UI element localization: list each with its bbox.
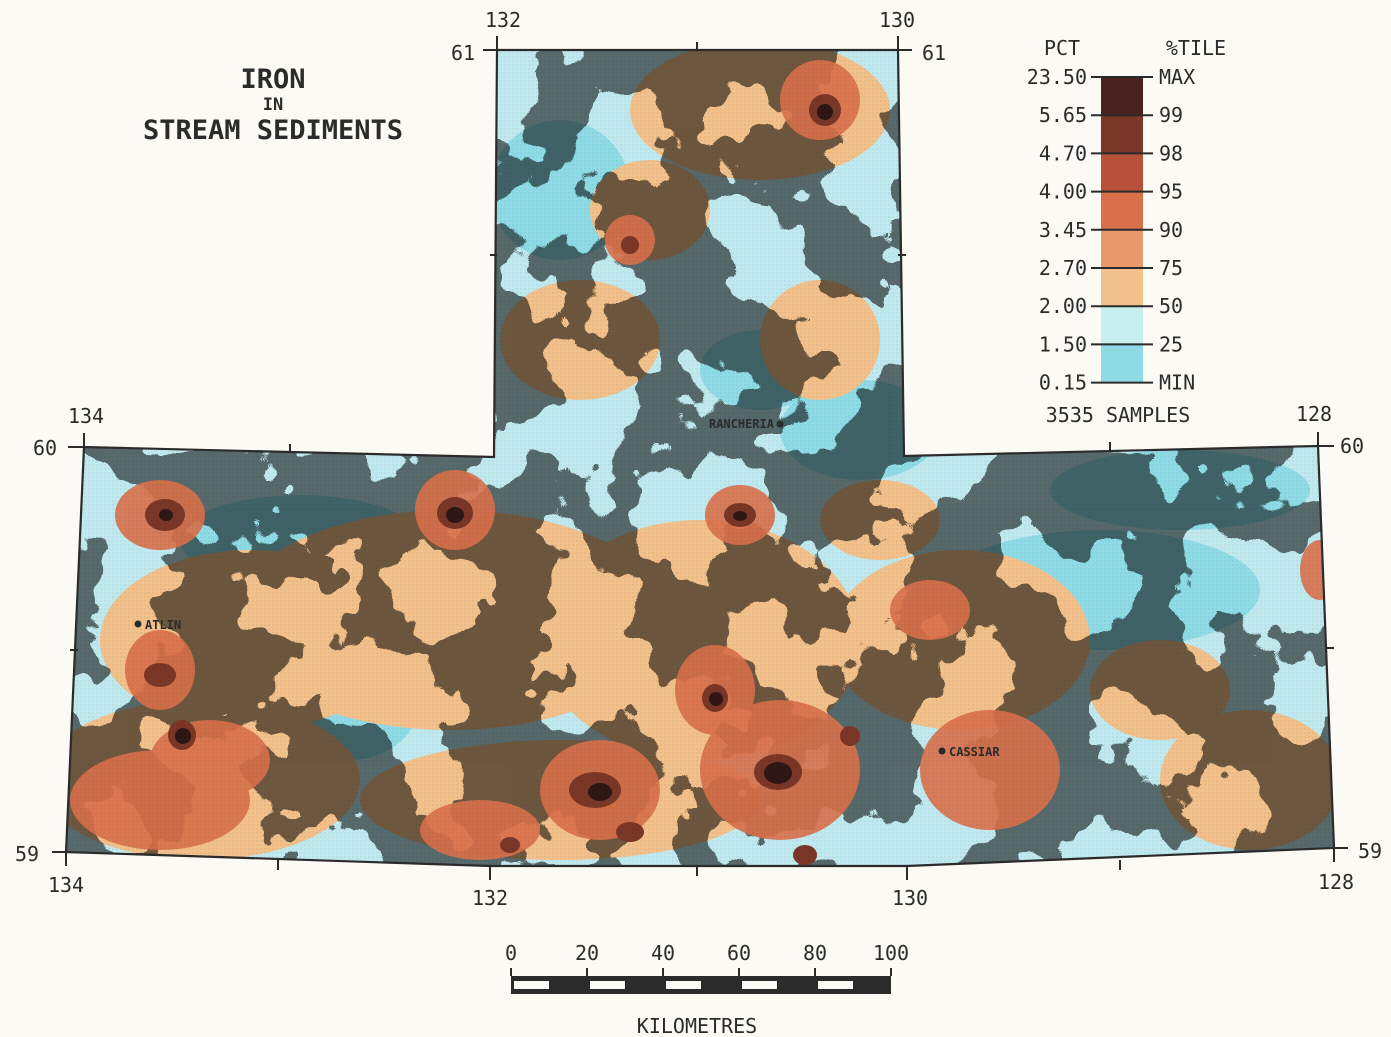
- scale-segment: [590, 981, 625, 989]
- legend-tile-value: 50: [1159, 294, 1183, 318]
- legend-tile-value: 95: [1159, 180, 1183, 204]
- legend-swatch-6: [1101, 306, 1143, 345]
- legend-swatch-1: [1101, 115, 1143, 154]
- legend-pct-value: 5.65: [1039, 103, 1087, 127]
- legend-tile-value: MIN: [1159, 371, 1195, 395]
- map-title: IRON IN STREAM SEDIMENTS: [143, 64, 403, 146]
- mid-lat-left: 60: [33, 436, 57, 460]
- cassiar-dot: [938, 747, 946, 755]
- cassiar-label: CASSIAR: [949, 745, 1000, 759]
- legend-pct-value: 1.50: [1039, 332, 1087, 356]
- scale-tick-label: 0: [505, 941, 517, 965]
- legend-pct-value: 4.70: [1039, 141, 1087, 165]
- legend-pct-value: 2.70: [1039, 256, 1087, 280]
- legend-tile-value: 99: [1159, 103, 1183, 127]
- legend-tile-value: 90: [1159, 218, 1183, 242]
- mid-long-right: 128: [1296, 402, 1332, 426]
- bottom-long-3: 130: [892, 886, 928, 910]
- legend-pct-header: PCT: [1044, 36, 1080, 60]
- top-long-left: 132: [485, 8, 521, 32]
- scale-bar: 0 20 40 60 80 100 KILOMETRES: [505, 941, 909, 1037]
- legend-swatch-4: [1101, 229, 1143, 268]
- title-line-3: STREAM SEDIMENTS: [143, 115, 403, 146]
- rancheria-dot: [776, 420, 784, 428]
- legend: PCT %TILE 23.50 MAX 5.65 99 4.70 98 4.00 95 3.45…: [1027, 36, 1226, 427]
- top-lat-right: 61: [922, 41, 946, 65]
- bottom-lat-right: 59: [1358, 839, 1382, 863]
- legend-pct-value: 23.50: [1027, 65, 1087, 89]
- legend-labels: 23.50 MAX 5.65 99 4.70 98 4.00 95 3.45 90 2.70 75 2.…: [1027, 65, 1195, 395]
- legend-pct-value: 4.00: [1039, 180, 1087, 204]
- scale-tick-label: 80: [803, 941, 827, 965]
- legend-swatch-2: [1101, 153, 1143, 192]
- top-long-right: 130: [879, 8, 915, 32]
- bottom-lat-left: 59: [15, 842, 39, 866]
- mid-lat-right: 60: [1340, 434, 1364, 458]
- legend-tile-value: MAX: [1159, 65, 1195, 89]
- title-line-1: IRON: [240, 64, 305, 95]
- rancheria-label: RANCHERIA: [709, 417, 775, 431]
- legend-tile-value: 75: [1159, 256, 1183, 280]
- scale-unit: KILOMETRES: [637, 1014, 757, 1037]
- scale-tick-label: 40: [651, 941, 675, 965]
- legend-swatch-3: [1101, 191, 1143, 230]
- scale-tick-label: 100: [873, 941, 909, 965]
- atlin-dot: [134, 620, 142, 628]
- title-line-2: IN: [263, 95, 283, 115]
- place-markers: RANCHERIA ATLIN CASSIAR: [134, 417, 1000, 759]
- scale-tick-label: 20: [575, 941, 599, 965]
- scale-segment: [514, 981, 549, 989]
- legend-pct-value: 3.45: [1039, 218, 1087, 242]
- scale-tick-labels: 0 20 40 60 80 100: [505, 941, 909, 965]
- bottom-long-4: 128: [1318, 870, 1354, 894]
- legend-samples: 3535 SAMPLES: [1046, 403, 1191, 427]
- legend-color-bar: [1091, 76, 1153, 384]
- bottom-long-1: 134: [48, 873, 84, 897]
- scale-tick-label: 60: [727, 941, 751, 965]
- legend-tile-value: 25: [1159, 332, 1183, 356]
- legend-pct-value: 0.15: [1039, 371, 1087, 395]
- map-field: [66, 50, 1334, 866]
- scale-segment: [742, 981, 777, 989]
- legend-swatch-5: [1101, 268, 1143, 307]
- legend-tile-value: 98: [1159, 141, 1183, 165]
- atlin-label: ATLIN: [145, 618, 181, 632]
- legend-pct-value: 2.00: [1039, 294, 1087, 318]
- scale-segment: [666, 981, 701, 989]
- legend-swatch-7: [1101, 344, 1143, 383]
- top-lat-left: 61: [451, 41, 475, 65]
- scale-segment: [818, 981, 853, 989]
- legend-tile-header: %TILE: [1166, 36, 1226, 60]
- bottom-long-2: 132: [472, 886, 508, 910]
- axis-labels: 132 130 61 61 134 128 60 60 59 59 134 13…: [15, 8, 1382, 910]
- graticule-ticks: [52, 36, 1348, 880]
- mid-long-left: 134: [68, 404, 104, 428]
- legend-swatch-0: [1101, 77, 1143, 116]
- scale-segments: [510, 968, 892, 994]
